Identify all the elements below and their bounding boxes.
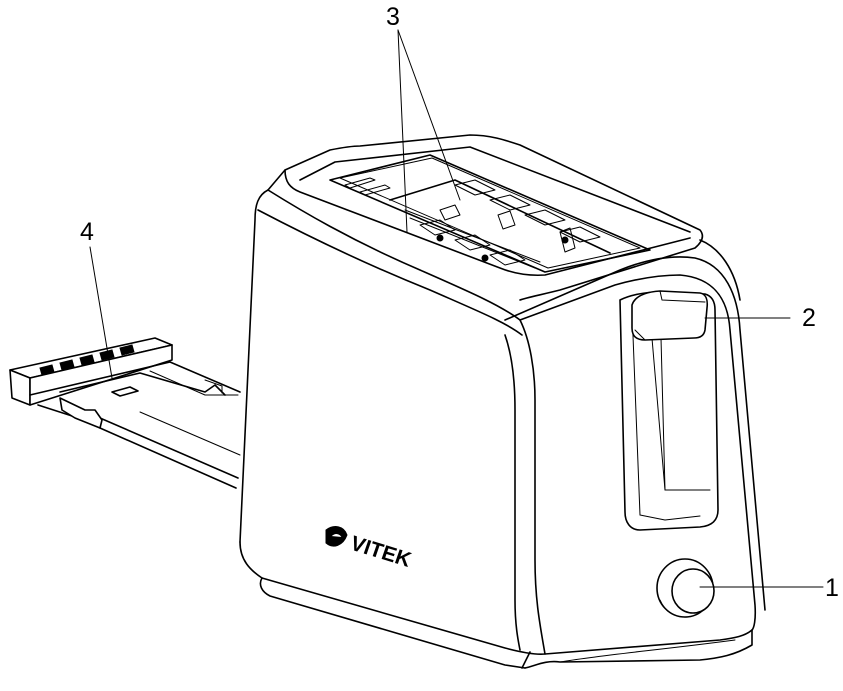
lever — [632, 291, 707, 340]
control-knob — [657, 559, 714, 617]
crumb-tray — [10, 338, 240, 488]
callout-lines — [90, 30, 823, 587]
callout-number-2: 2 — [802, 304, 816, 332]
toaster-body: VITEK — [240, 135, 765, 668]
callout-number-1: 1 — [825, 574, 839, 602]
brand-logo: VITEK — [326, 527, 414, 572]
callout-number-3: 3 — [386, 3, 400, 31]
brand-mark-icon — [326, 527, 347, 546]
callout-number-4: 4 — [80, 218, 94, 246]
brand-logo-text: VITEK — [347, 532, 414, 572]
